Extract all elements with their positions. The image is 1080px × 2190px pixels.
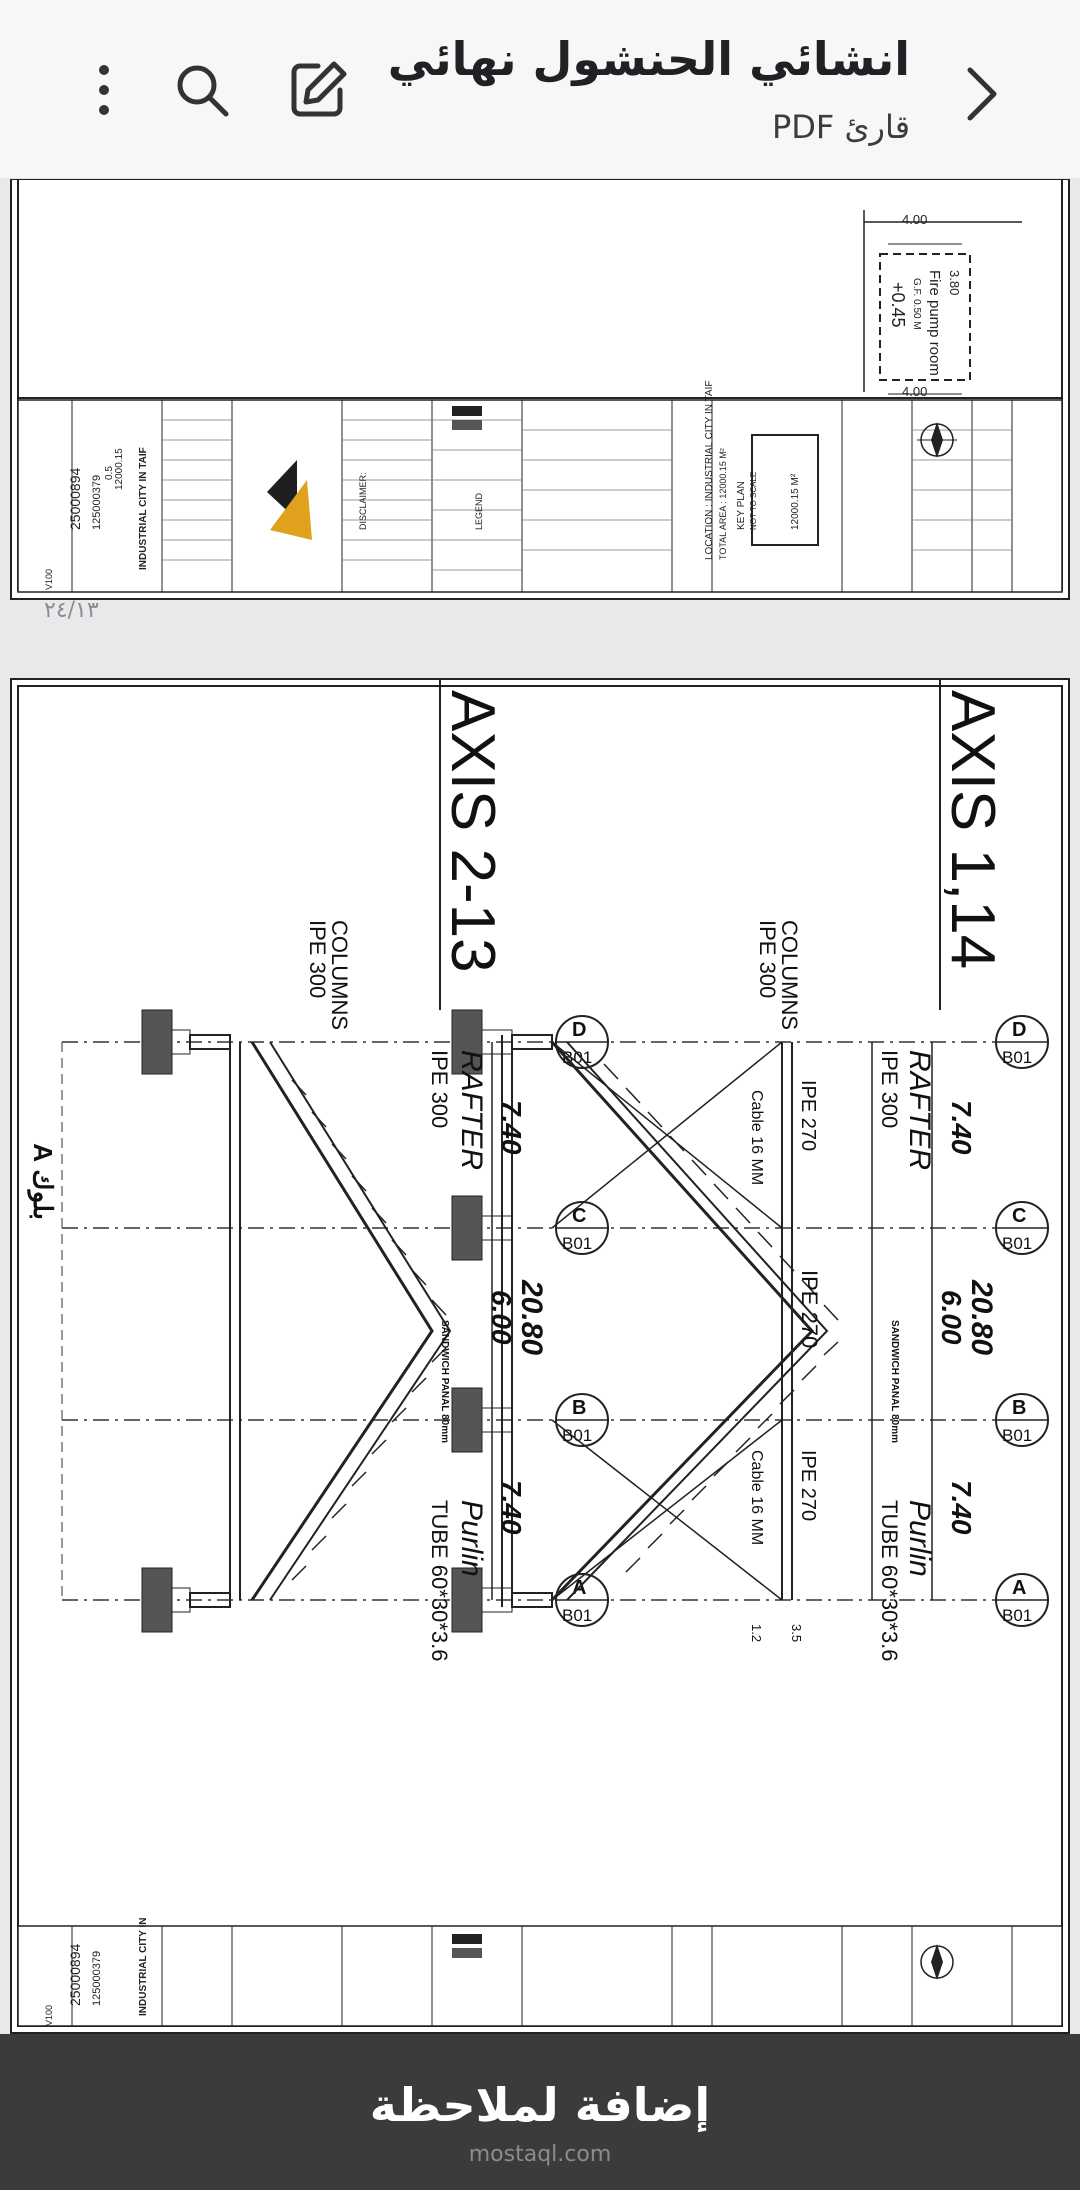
grid-ref-b: B01 [1002,1426,1032,1445]
sheet-code: V100 [44,569,54,590]
span-side-1b: 7.40 [946,1480,977,1535]
app-subtitle: قارئ PDF [771,108,910,146]
small-dim-a: 3.5 [789,1624,804,1642]
room-level: G.F. 0.50 M [911,278,922,330]
grid-letter-c2: C [572,1205,586,1227]
grid-bubble-b2: B B01 [555,1393,609,1447]
north-arrow-icon [917,422,957,458]
title-block: V100 25000894 125000379 12000.15 0.5 IND… [17,381,1063,593]
next-city-label: INDUSTRIAL CITY IN [138,1917,149,2016]
span-mid-2: 6.00 [486,1290,517,1345]
document-title: انشائي الحنشول نهائي [387,32,910,86]
grid-bubble-a: A B01 [995,1573,1049,1627]
rafter-label-1: RAFTER [903,1050,936,1170]
bracing-section-top: IPE 270 [797,1080,819,1151]
grid-bubble-d: D B01 [995,1015,1049,1069]
bracing-section-bottom: IPE 270 [797,1450,819,1521]
drawing-sheet-current: D B01 C B01 B B01 A B01 D B01 [17,680,1063,2027]
sandwich-label-2: SANDWICH PANAL 80mm [439,1320,450,1443]
cable-label-2: Cable 16 MM [748,1450,765,1545]
dim-side: 3.80 [947,270,962,295]
span-mid-1: 6.00 [936,1290,967,1345]
search-icon[interactable] [172,60,232,120]
axis-1-14-title: AXIS 1,14 [938,690,1007,969]
grid-ref-a2: B01 [562,1606,592,1625]
grid-bubble-a2: A B01 [555,1573,609,1627]
grid-letter-a: A [1012,1577,1026,1599]
block-label: بلوك A [27,1143,58,1220]
chevron-right-icon[interactable] [962,64,1002,124]
next-project-number: 25000894 [67,1943,83,2006]
app-bar: انشائي الحنشول نهائي قارئ PDF [0,0,1080,179]
columns-label-2: COLUMNS [327,920,352,1030]
city-label: INDUSTRIAL CITY IN TAIF [138,447,149,570]
disclaimer-label: DISCLAIMER: [358,472,368,530]
not-to-scale-label: NOT TO SCALE [749,472,758,530]
legend-label: LEGEND [474,492,484,530]
dim-bottom: 4.00 [902,384,927,399]
room-label: Fire pump room [926,270,943,376]
grid-ref-a: B01 [1002,1606,1032,1625]
watermark: mostaql.com [468,2142,612,2167]
span-side-1: 7.40 [946,1100,977,1155]
title-block-strip: V100 25000894 125000379 INDUSTRIAL CITY … [17,1917,1063,2027]
rafter-section-1: IPE 300 [877,1050,902,1128]
page-indicator: ٢٤/١٣ [44,598,99,623]
span-side-2: 7.40 [496,1100,527,1155]
sandwich-label-1: SANDWICH PANAL 80mm [889,1320,900,1443]
add-note-bar[interactable]: إضافة لملاحظة mostaql.com [0,2034,1080,2190]
project-code: 125000379 [91,475,103,530]
scale-value: 0.5 [104,466,115,480]
column-section-1: IPE 300 [755,920,780,998]
add-note-button[interactable]: إضافة لملاحظة [369,2078,711,2132]
grid-letter-c: C [1012,1205,1026,1227]
dim-top: 4.00 [902,212,927,227]
area-value: 12000.15 [114,448,125,490]
grid-bubble-c2: C B01 [555,1201,609,1255]
cable-label-1: Cable 16 MM [748,1090,765,1185]
grid-ref-c2: B01 [562,1234,592,1253]
axis-2-13-title: AXIS 2-13 [438,690,507,973]
span-side-2b: 7.40 [496,1480,527,1535]
span-total-2: 20.80 [515,1279,548,1355]
key-plan-area: 12000.15 M² [790,473,801,530]
grid-ref-d: B01 [1002,1048,1032,1067]
drawing-sheet-previous: 4.00 4.00 3.80 Fire pump room G.F. 0.50 … [17,180,1063,593]
small-dim-b: 1.2 [749,1624,764,1642]
grid-letter-b: B [1012,1397,1026,1419]
next-project-code: 125000379 [91,1951,103,2006]
rafter-label-2: RAFTER [455,1050,488,1170]
total-area-line: TOTAL AREA : 12000.15 M² [718,448,728,560]
frame-axis-2-13 [61,1009,493,1633]
frame-axis-1-14 [451,1009,933,1633]
location-line: LOCATION : INDUSTRIAL CITY IN TAIF [704,381,715,560]
purlin-section-2: TUBE 60*30*3.6 [427,1500,452,1661]
column-section-2: IPE 300 [305,920,330,998]
pdf-page-previous[interactable]: 4.00 4.00 3.80 Fire pump room G.F. 0.50 … [10,178,1070,600]
grid-ref-b2: B01 [562,1426,592,1445]
purlin-section-1: TUBE 60*30*3.6 [877,1500,902,1661]
bracing-section-mid: IPE 270 [797,1270,822,1348]
purlin-label-2: Purlin [455,1500,488,1577]
north-arrow-icon [920,1944,954,1980]
span-total-1: 20.80 [965,1279,998,1355]
rafter-section-2: IPE 300 [427,1050,452,1128]
purlin-label-1: Purlin [903,1500,936,1577]
key-plan-label: KEY PLAN [736,481,747,530]
grid-letter-d: D [1012,1019,1026,1041]
pdf-page-current[interactable]: D B01 C B01 B B01 A B01 D B01 [10,678,1070,2034]
grid-bubble-b: B B01 [995,1393,1049,1447]
edit-icon[interactable] [288,58,350,120]
columns-label-1: COLUMNS [777,920,802,1030]
grid-letter-b2: B [572,1397,586,1419]
more-vertical-icon[interactable] [86,60,122,120]
company-logo [267,460,312,540]
grid-ref-c: B01 [1002,1234,1032,1253]
grid-bubble-c: C B01 [995,1201,1049,1255]
project-number: 25000894 [67,467,83,530]
room-elevation: +0.45 [888,282,908,328]
grid-bubble-d2: D B01 [555,1015,609,1069]
next-sheet-code: V100 [44,2005,54,2026]
grid-letter-d2: D [572,1019,586,1041]
